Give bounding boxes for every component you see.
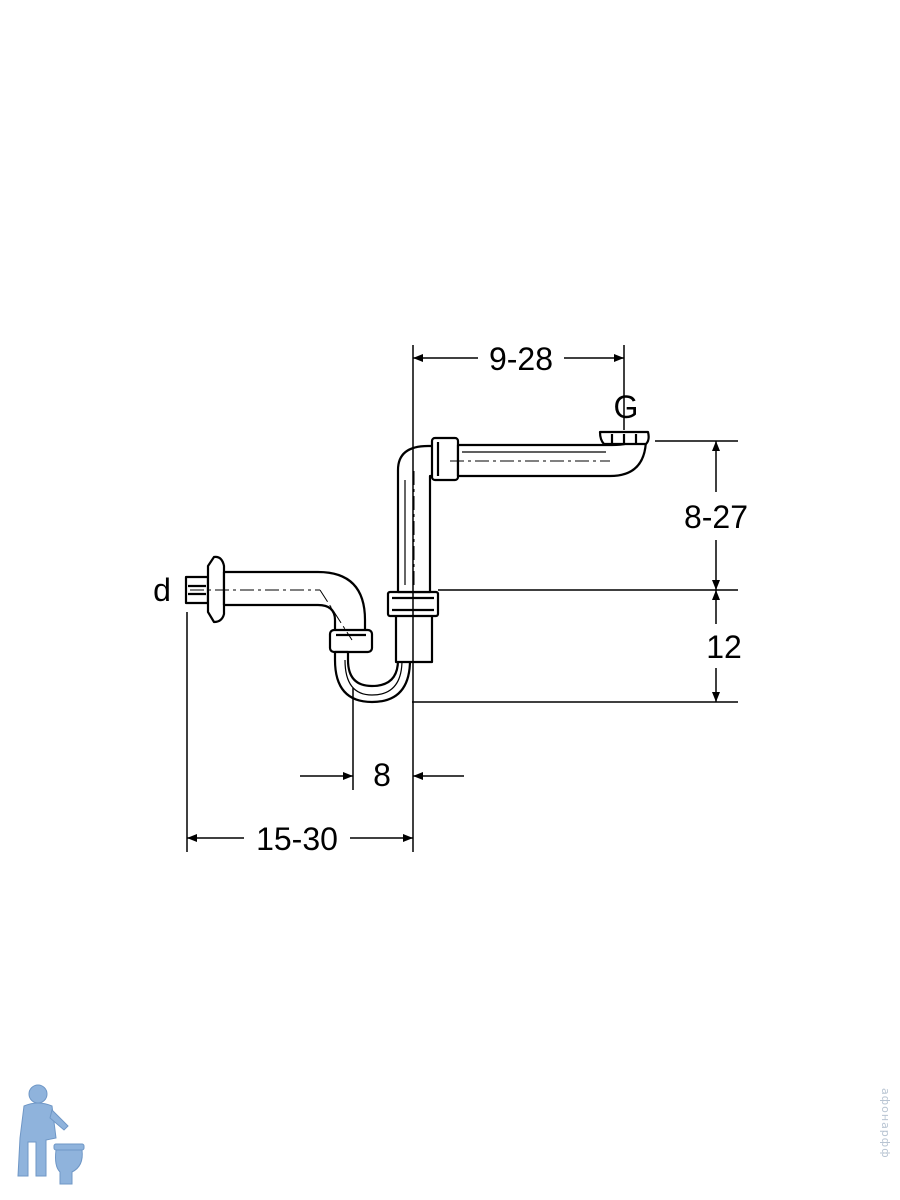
label-outlet-diameter: d: [153, 572, 171, 608]
left-nut: [328, 628, 374, 654]
siphon-pipe: [184, 430, 650, 704]
dim-wall-distance: 15-30: [256, 821, 338, 857]
label-inlet-thread: G: [614, 389, 639, 425]
upper-nut: [430, 436, 460, 482]
plumber-mascot-icon: [17, 1084, 85, 1185]
watermark-text: афонарфф: [879, 1088, 892, 1159]
dimension-lines: [186, 345, 738, 852]
riser-upper: [396, 444, 436, 594]
center-lines: [190, 460, 610, 641]
riser-lower: [394, 610, 434, 664]
dim-bend-offset: 8: [373, 757, 391, 793]
dim-vertical-offset-upper: 8-27: [684, 499, 748, 535]
dim-vertical-offset-lower: 12: [706, 629, 742, 665]
dim-horizontal-offset-top: 9-28: [489, 341, 553, 377]
wall-flange: [184, 555, 226, 624]
outlet-pipe: [222, 570, 367, 636]
